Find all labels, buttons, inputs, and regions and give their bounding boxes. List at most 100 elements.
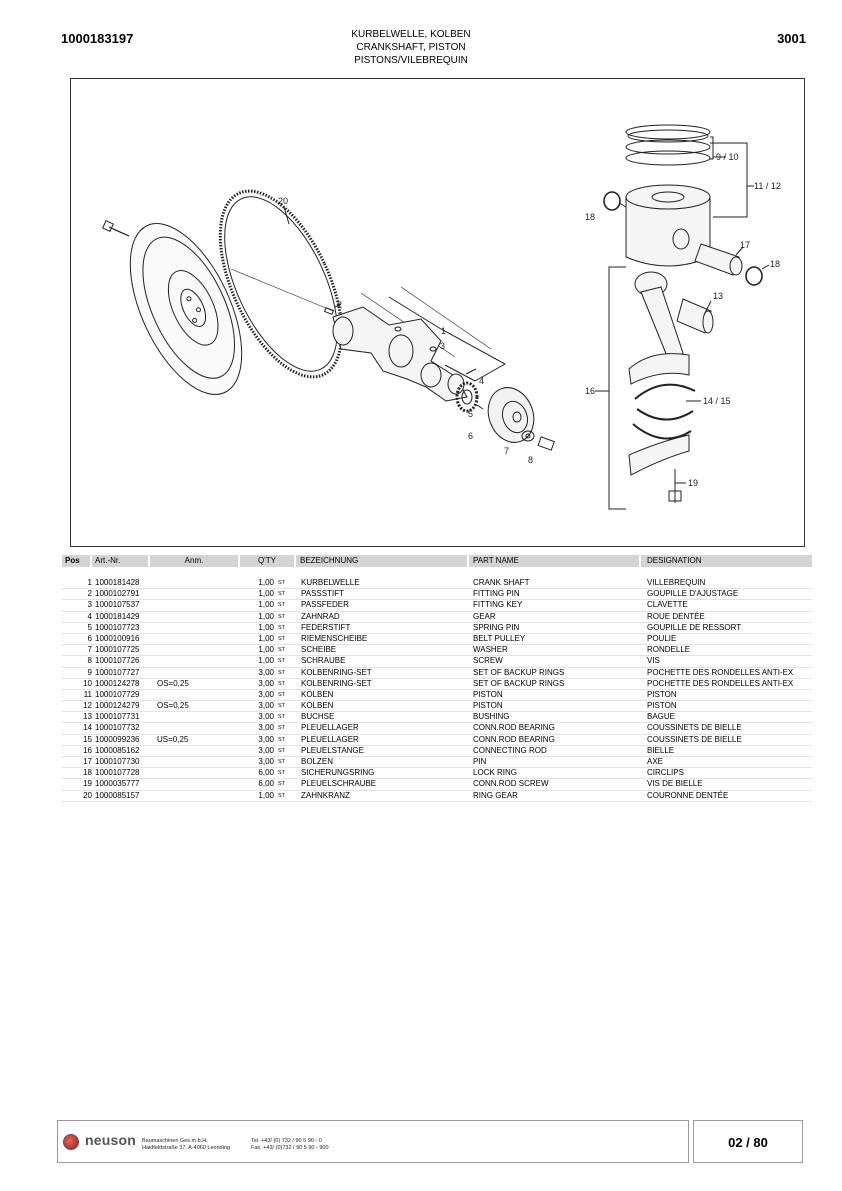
cell-unit: ST (278, 759, 286, 765)
cell-pos: 17 (83, 757, 92, 766)
fax-number: Fax. +43/ (0)732 / 90 5 90 - 900 (251, 1145, 329, 1151)
flywheel (129, 223, 243, 395)
cell-bezeichnung: PASSFEDER (301, 600, 349, 610)
cell-designation: RONDELLE (647, 645, 691, 655)
cell-art-nr: 1000107732 (95, 723, 140, 733)
cell-qty: 1,00 (258, 578, 274, 587)
parts-table: Pos Art.-Nr. Anm. Q'TY BEZEICHNUNG PART … (62, 555, 812, 802)
gear (455, 381, 479, 413)
cell-part-name: CONNECTING ROD (473, 745, 547, 755)
cell-art-nr: 1000181429 (95, 611, 140, 621)
cell-part-name: CRANK SHAFT (473, 578, 530, 587)
callout-3: 3 (440, 341, 445, 351)
cell-qty: 1,00 (258, 622, 274, 632)
callout-1: 1 (441, 326, 446, 336)
cell-designation: VILLEBREQUIN (647, 578, 706, 587)
callout-17: 17 (740, 240, 750, 250)
cell-qty: 1,00 (258, 589, 274, 599)
page-title: KURBELWELLE, KOLBEN CRANKSHAFT, PISTON P… (300, 28, 522, 67)
cell-art-nr: 1000107537 (95, 600, 140, 610)
cell-part-name: WASHER (473, 645, 508, 655)
header-art-nr: Art.-Nr. (92, 555, 148, 567)
cell-unit: ST (278, 624, 286, 631)
cell-art-nr: 1000124278 (95, 678, 140, 688)
cell-qty: 3,00 (258, 712, 274, 722)
cell-art-nr: 1000124279 (95, 701, 140, 711)
cell-unit: ST (278, 703, 286, 710)
crankshaft (332, 306, 468, 402)
cell-part-name: LOCK RING (473, 768, 518, 778)
page-number: 02 / 80 (728, 1135, 768, 1150)
cell-qty: 3,00 (258, 757, 274, 766)
cell-unit: ST (278, 658, 286, 665)
cell-bezeichnung: PLEUELSTANGE (301, 745, 364, 755)
cell-designation: CIRCLIPS (647, 768, 684, 778)
cell-part-name: PISTON (473, 701, 503, 711)
page-code: 3001 (777, 31, 806, 46)
cell-qty: 3,00 (258, 678, 274, 688)
cell-bezeichnung: KOLBENRING-SET (301, 667, 372, 677)
phone-number: Tel. +43/ (0) 732 / 90 5 90 - 0 (251, 1138, 322, 1144)
cell-designation: VIS (647, 656, 660, 666)
cell-designation: PISTON (647, 701, 677, 711)
cell-part-name: CONN.ROD BEARING (473, 734, 555, 744)
callout-6: 6 (468, 431, 473, 441)
cell-qty: 6,00 (258, 768, 274, 778)
cell-pos: 19 (83, 779, 92, 789)
footer-company-box: neuson Baumaschinen Ges.m.b.H. Haidfelds… (57, 1120, 689, 1163)
cell-pos: 16 (83, 745, 92, 755)
cell-art-nr: 1000107727 (95, 667, 140, 677)
cell-anm: OS=0,25 (157, 678, 189, 688)
cell-art-nr: 1000085162 (95, 745, 140, 755)
cell-bezeichnung: RIEMENSCHEIBE (301, 633, 368, 643)
header-designation: DESIGNATION (641, 555, 812, 567)
cell-qty: 3,00 (258, 723, 274, 733)
cell-qty: 1,00 (258, 656, 274, 666)
cell-art-nr: 1000099236 (95, 734, 140, 744)
cell-art-nr: 1000107725 (95, 645, 140, 655)
cell-part-name: CONN.ROD SCREW (473, 779, 549, 789)
company-address: Baumaschinen Ges.m.b.H. Haidfeldstraße 3… (142, 1138, 230, 1152)
cell-bezeichnung: FEDERSTIFT (301, 622, 351, 632)
cell-part-name: RING GEAR (473, 790, 518, 800)
title-french: PISTONS/VILEBREQUIN (354, 55, 468, 66)
cell-qty: 3,00 (258, 667, 274, 677)
brand-logo: neuson (85, 1132, 136, 1148)
cell-bezeichnung: SCHRAUBE (301, 656, 346, 666)
cell-bezeichnung: SCHEIBE (301, 645, 337, 655)
cell-unit: ST (278, 591, 286, 598)
cell-art-nr: 1000085157 (95, 790, 140, 800)
cell-pos: 5 (87, 622, 92, 632)
cell-pos: 18 (83, 768, 92, 778)
cell-part-name: FITTING KEY (473, 600, 523, 610)
cell-part-name: SET OF BACKUP RINGS (473, 678, 565, 688)
callout-18-right: 18 (770, 259, 780, 269)
cell-unit: ST (278, 602, 286, 609)
callout-19: 19 (688, 478, 698, 488)
cell-bezeichnung: ZAHNKRANZ (301, 790, 350, 800)
header-pos: Pos (62, 555, 90, 567)
cell-pos: 11 (83, 689, 92, 699)
screw (537, 436, 555, 451)
cell-art-nr: 1000181428 (95, 578, 140, 587)
cell-art-nr: 1000107731 (95, 712, 140, 722)
cell-art-nr: 1000107726 (95, 656, 140, 666)
piston (625, 184, 711, 267)
cell-qty: 1,00 (258, 790, 274, 800)
cell-art-nr: 1000035777 (95, 779, 140, 789)
cell-qty: 6,00 (258, 779, 274, 789)
cell-designation: PISTON (647, 689, 677, 699)
cell-pos: 15 (83, 734, 92, 744)
cell-bezeichnung: PLEUELSCHRAUBE (301, 779, 377, 789)
cell-unit: ST (278, 680, 286, 687)
cell-pos: 20 (83, 790, 92, 800)
cell-qty: 1,00 (258, 645, 274, 655)
